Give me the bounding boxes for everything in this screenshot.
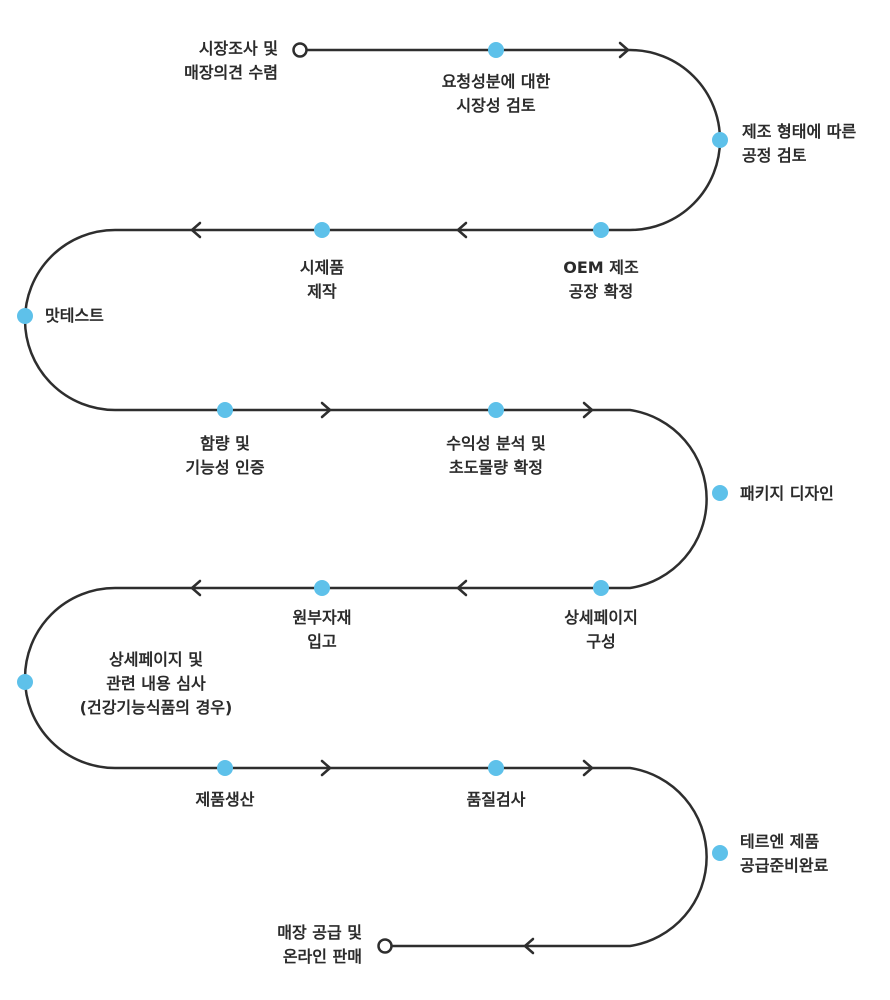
end-label-line: 매장 공급 및	[277, 923, 362, 942]
step-4-label-line: 시제품	[299, 258, 345, 277]
step-3-dot	[593, 222, 609, 238]
step-10-label-line: 입고	[307, 632, 337, 651]
end-label-line: 온라인 판매	[282, 947, 362, 966]
step-14-label-line: 테르엔 제품	[740, 832, 820, 851]
step-6-dot	[217, 402, 233, 418]
step-12-label: 제품생산	[196, 788, 255, 812]
start-circle	[292, 42, 308, 58]
direction-arrow-icon	[523, 937, 535, 955]
step-12-dot	[217, 760, 233, 776]
direction-arrow-icon	[456, 579, 468, 597]
direction-arrow-icon	[190, 221, 202, 239]
step-7-label-line: 수익성 분석 및	[446, 434, 546, 453]
step-3-label-line: OEM 제조	[563, 258, 639, 277]
step-11-label-line: 관련 내용 심사	[106, 674, 206, 693]
step-9-label-line: 구성	[586, 632, 616, 651]
direction-arrow-icon	[618, 41, 630, 59]
step-11-dot	[17, 674, 33, 690]
step-5-label: 맛테스트	[45, 304, 104, 328]
step-1-label-line: 요청성분에 대한	[441, 72, 551, 91]
step-12-label-line: 제품생산	[195, 790, 255, 809]
step-10-dot	[314, 580, 330, 596]
start-label-line: 시장조사 및	[198, 39, 278, 58]
step-2-label-line: 공정 검토	[742, 146, 807, 165]
direction-arrow-icon	[456, 221, 468, 239]
step-10-label-line: 원부자재	[292, 608, 352, 627]
step-7-dot	[488, 402, 504, 418]
step-1-dot	[488, 42, 504, 58]
step-14-dot	[712, 845, 728, 861]
step-5-dot	[17, 308, 33, 324]
direction-arrow-icon	[320, 401, 332, 419]
step-8-label-line: 패키지 디자인	[740, 484, 834, 503]
step-8-dot	[712, 485, 728, 501]
step-6-label-line: 함량 및	[200, 434, 250, 453]
step-4-label-line: 제작	[307, 282, 337, 301]
step-6-label-line: 기능성 인증	[185, 458, 265, 477]
flow-path	[23, 48, 722, 948]
start-label-line: 매장의견 수렴	[184, 63, 278, 82]
step-1-label-line: 시장성 검토	[456, 96, 536, 115]
step-5-label-line: 맛테스트	[45, 306, 104, 325]
direction-arrow-icon	[190, 579, 202, 597]
step-9-dot	[593, 580, 609, 596]
step-11-label-line: (건강기능식품의 경우)	[79, 698, 233, 717]
step-13-label: 품질검사	[467, 788, 526, 812]
step-13-dot	[488, 760, 504, 776]
step-13-label-line: 품질검사	[466, 790, 526, 809]
step-8-label: 패키지 디자인	[740, 482, 834, 506]
step-9-label-line: 상세페이지	[564, 608, 638, 627]
end-circle	[377, 938, 393, 954]
direction-arrow-icon	[320, 759, 332, 777]
step-2-label-line: 제조 형태에 따른	[742, 122, 857, 141]
step-7-label-line: 초도물량 확정	[449, 458, 543, 477]
step-3-label-line: 공장 확정	[568, 282, 634, 301]
step-11-label-line: 상세페이지 및	[109, 650, 203, 669]
direction-arrow-icon	[582, 401, 594, 419]
step-14-label-line: 공급준비완료	[740, 856, 829, 875]
step-4-dot	[314, 222, 330, 238]
step-2-dot	[712, 132, 728, 148]
direction-arrow-icon	[582, 759, 594, 777]
